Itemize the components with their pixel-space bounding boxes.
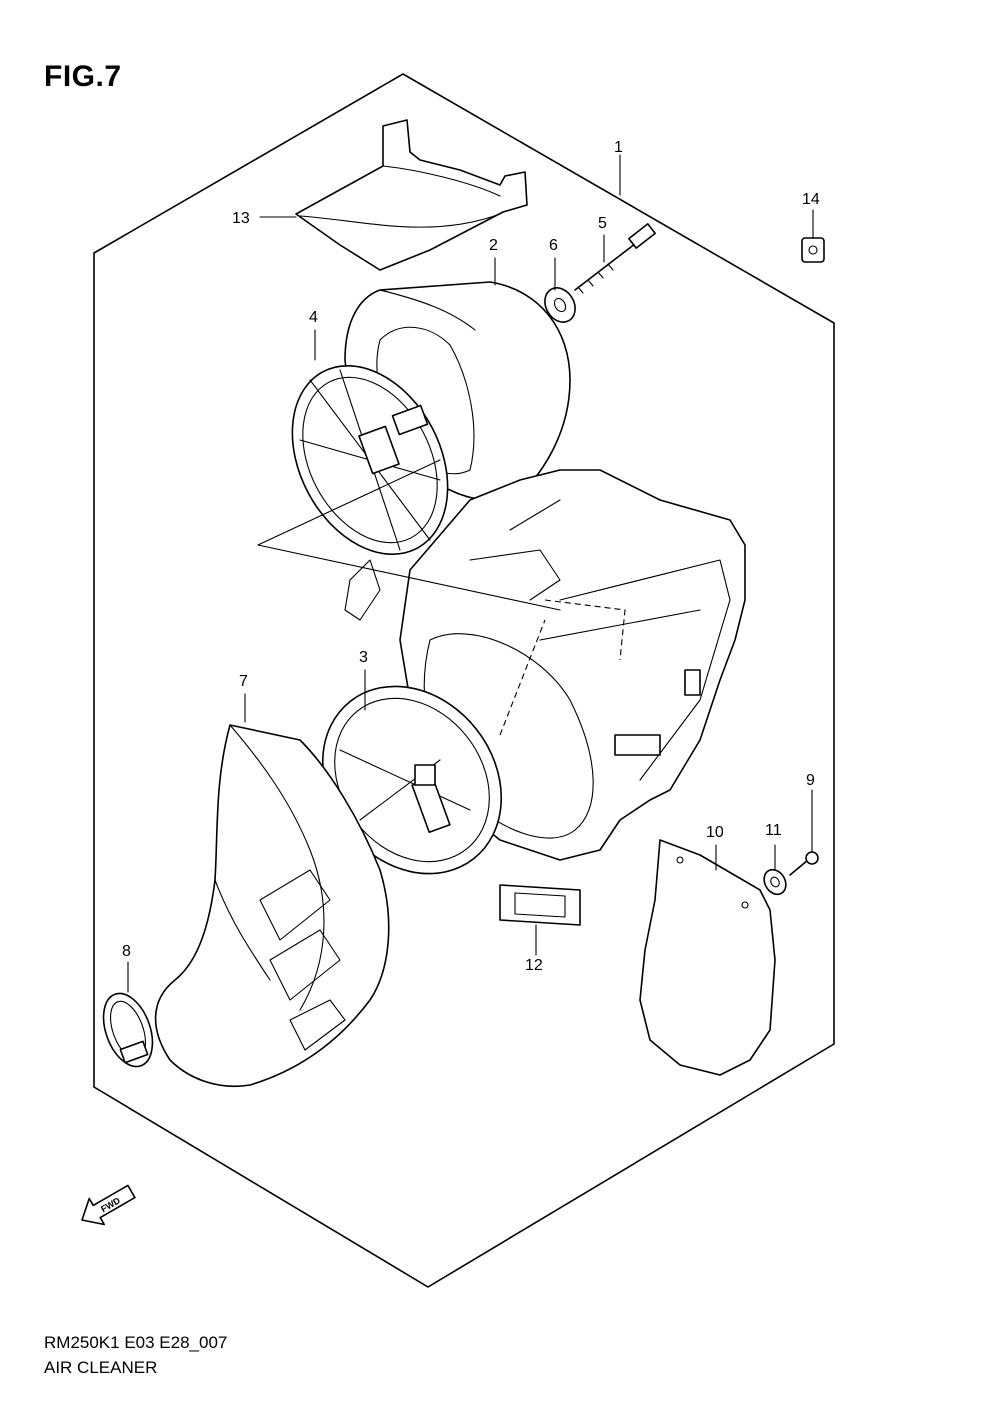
part-13-cover-plate[interactable] (295, 119, 528, 271)
section-name: AIR CLEANER (44, 1358, 158, 1377)
part-4-filter-frame[interactable] (261, 339, 479, 581)
part-5-bolt[interactable] (574, 223, 656, 294)
callout-6: 6 (549, 237, 558, 254)
part-9-screw[interactable] (789, 851, 819, 876)
forward-arrow-icon: FWD (81, 1184, 136, 1226)
part-12-strap[interactable] (499, 884, 581, 926)
part-7-intake-duct[interactable] (154, 724, 390, 1088)
assembly-boundary (93, 73, 835, 1288)
callout-10: 10 (706, 824, 724, 841)
callout-4: 4 (309, 309, 318, 326)
callout-3: 3 (359, 649, 368, 666)
callout-2: 2 (489, 237, 498, 254)
callout-8: 8 (122, 943, 131, 960)
model-code: RM250K1 E03 E28_007 (44, 1333, 228, 1352)
part-6-washer[interactable] (539, 282, 581, 327)
callout-14: 14 (802, 191, 820, 208)
part-3-support-ring[interactable] (286, 651, 538, 910)
part-8-hose-clamp[interactable] (94, 987, 161, 1073)
callout-13: 13 (232, 210, 250, 227)
callout-11: 11 (765, 822, 782, 839)
callout-9: 9 (806, 772, 815, 789)
part-14-clip-nut[interactable] (801, 237, 825, 263)
callout-12: 12 (525, 957, 543, 974)
part-10-guard[interactable] (639, 839, 776, 1076)
fig-title: FIG.7 (44, 60, 122, 93)
leader-lines (127, 154, 814, 993)
callout-7: 7 (239, 673, 248, 690)
callout-1: 1 (614, 139, 623, 156)
callout-5: 5 (598, 215, 607, 232)
part-11-washer[interactable] (760, 866, 790, 899)
